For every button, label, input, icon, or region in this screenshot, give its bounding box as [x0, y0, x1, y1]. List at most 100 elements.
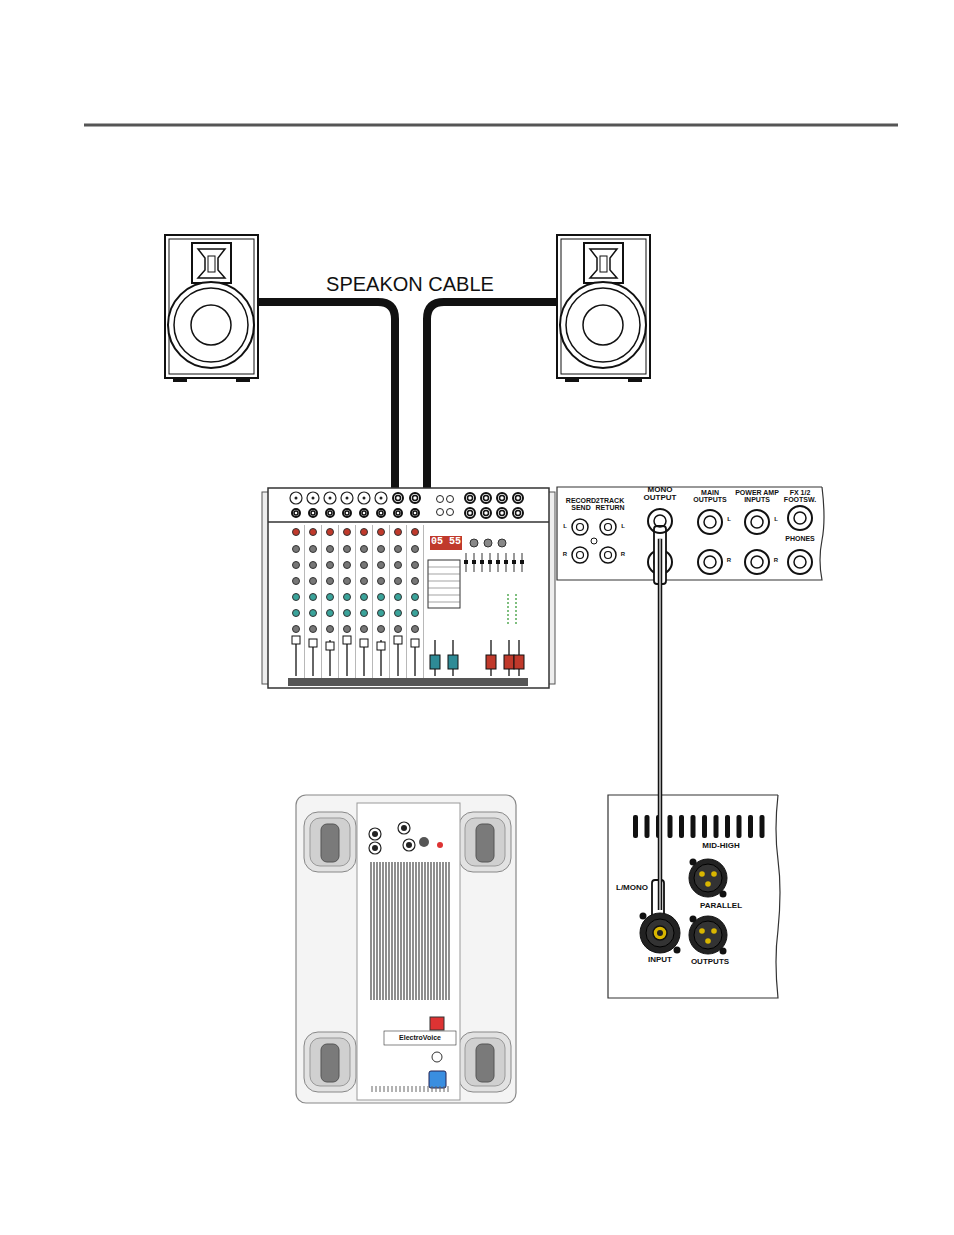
- xlr-body: [689, 916, 727, 954]
- xlr-pin: [699, 871, 705, 877]
- aux-knob: [412, 594, 419, 601]
- gain-knob: [361, 529, 368, 536]
- handle-recess-inner: [310, 818, 350, 866]
- heatsink-fin: [373, 862, 374, 1000]
- fuse-holder: [432, 1052, 442, 1062]
- strip-divider: [423, 525, 424, 678]
- jack-hole: [345, 511, 349, 515]
- fader-cap: [377, 642, 385, 650]
- jack-ring: [326, 509, 334, 517]
- vent-slot: [725, 815, 730, 838]
- combo-face: [646, 919, 674, 947]
- heatsink-fin: [382, 862, 383, 1000]
- speaker-cabinet: [165, 235, 258, 382]
- rca-jack-hole: [605, 524, 612, 531]
- gain-knob: [310, 529, 317, 536]
- combo-body: [640, 913, 680, 953]
- pan-knob: [361, 626, 368, 633]
- eq-knob: [378, 578, 385, 585]
- connector-label: L: [725, 516, 733, 522]
- plate-connector: [403, 839, 415, 851]
- vent-slot: [376, 1086, 377, 1092]
- vent-slot: [440, 1086, 441, 1092]
- jack-ring: [343, 509, 351, 517]
- handle-recess-inner: [465, 1038, 505, 1086]
- combo-mount-hole: [674, 947, 681, 954]
- handle-recess: [304, 1032, 356, 1092]
- plate-connector-core: [401, 825, 407, 831]
- speaker-body: [557, 235, 650, 378]
- jack-hole: [379, 511, 383, 515]
- eq-knob: [310, 562, 317, 569]
- heatsink-fin: [376, 862, 377, 1000]
- xlr-input: [307, 492, 319, 504]
- aux-knob: [344, 594, 351, 601]
- master-fader-cap: [504, 655, 514, 669]
- vent-slot: [760, 815, 765, 838]
- aux-knob: [378, 610, 385, 617]
- jack-hole: [704, 516, 716, 528]
- jack-ring: [698, 510, 722, 534]
- meter-led: [507, 594, 509, 596]
- xlr-pin: [705, 938, 711, 944]
- mixer-divider: [268, 521, 549, 523]
- jack-ring: [309, 509, 317, 517]
- vent-slot: [396, 1086, 397, 1092]
- speaker-horn-slot: [208, 256, 215, 272]
- routing-row: [428, 574, 460, 575]
- jack-hole: [396, 496, 401, 501]
- speaker-horn: [192, 243, 231, 283]
- aux-knob: [327, 610, 334, 617]
- xlr-input: [341, 492, 353, 504]
- eq-knob: [412, 546, 419, 553]
- master-fader-cap: [486, 655, 496, 669]
- meter-led: [515, 598, 517, 600]
- eq-knob: [344, 562, 351, 569]
- jack-hole: [704, 556, 716, 568]
- connector-label: MID-HIGH: [690, 842, 752, 850]
- vent-slot: [702, 815, 707, 838]
- xlr-pin: [312, 497, 315, 500]
- xlr-body: [689, 859, 727, 897]
- xlr-face: [694, 864, 722, 892]
- plate-connector: [398, 822, 410, 834]
- plate-connector-core: [406, 842, 412, 848]
- connector-label: MAIN OUTPUTS: [688, 489, 732, 504]
- heatsink-fin: [370, 862, 371, 1000]
- jack-ring: [465, 493, 475, 503]
- mains-connector: [429, 1071, 446, 1088]
- jack-ring: [465, 508, 475, 518]
- eq-knob: [327, 562, 334, 569]
- jack-ring: [497, 508, 507, 518]
- jack-hole: [484, 496, 489, 501]
- fx-knob: [484, 539, 492, 547]
- jack-ring: [648, 509, 672, 533]
- woofer-surround: [168, 282, 254, 368]
- vent-slot: [691, 815, 696, 838]
- geq-cap: [512, 560, 516, 564]
- power-switch: [430, 1017, 444, 1030]
- pan-knob: [327, 626, 334, 633]
- vent-slot: [380, 1086, 381, 1092]
- eq-knob: [395, 546, 402, 553]
- vent-slot: [420, 1086, 421, 1092]
- aux-knob: [344, 610, 351, 617]
- geq-cap: [472, 560, 476, 564]
- connector-label: RECORD SEND: [562, 497, 600, 512]
- eq-knob: [293, 578, 300, 585]
- speaker-horn-throat: [198, 249, 225, 278]
- master-fader-cap: [514, 655, 524, 669]
- heatsink-fin: [391, 862, 392, 1000]
- meter-led: [515, 594, 517, 596]
- geq-cap: [480, 560, 484, 564]
- connector-label: POWER AMP INPUTS: [731, 489, 783, 504]
- fader-slot: [397, 640, 399, 676]
- handle-recess-inner: [310, 1038, 350, 1086]
- aux-knob: [327, 594, 334, 601]
- strip-divider: [304, 525, 305, 678]
- gain-knob: [395, 529, 402, 536]
- routing-row: [428, 588, 460, 589]
- ground-symbol: [591, 538, 597, 544]
- vent-slot: [748, 815, 753, 838]
- xlr-pin: [699, 928, 705, 934]
